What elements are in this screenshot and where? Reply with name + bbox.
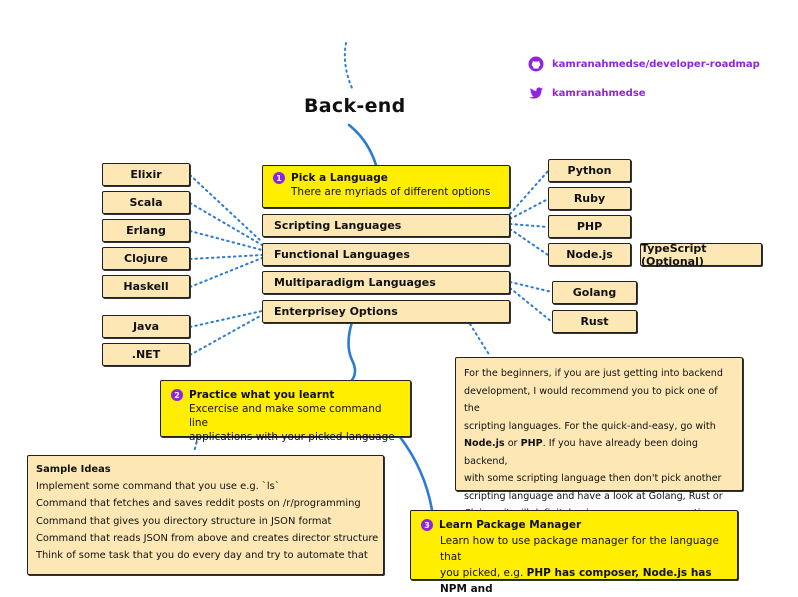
- dots-python: [509, 170, 549, 215]
- language-php[interactable]: PHP: [548, 215, 631, 238]
- step-subtitle: There are myriads of different options: [291, 186, 491, 198]
- sample-ideas-card: Sample Ideas Implement some command that…: [27, 455, 384, 575]
- step-practice-what-you-learnt[interactable]: 2 Practice what you learnt Excercise and …: [160, 380, 411, 443]
- advice-line: with some scripting language then don't …: [464, 473, 722, 484]
- dots-top: [343, 42, 353, 89]
- language-typescript[interactable]: TypeScript (Optional): [640, 242, 762, 268]
- step-number-badge: 3: [421, 519, 433, 531]
- step-subtitle-2: you picked, e.g. PHP has composer, Node.…: [421, 565, 727, 597]
- sample-idea-item: Think of some task that you do every day…: [36, 550, 368, 562]
- language-scala[interactable]: Scala: [102, 191, 190, 214]
- step-pick-a-language[interactable]: 1 Pick a Language There are myriads of di…: [262, 165, 510, 208]
- language-rust[interactable]: Rust: [552, 310, 637, 333]
- advice-line: scripting languages. For the quick-and-e…: [464, 420, 716, 432]
- github-link[interactable]: kamranahmedse/developer-roadmap: [528, 56, 760, 72]
- step-number-badge: 1: [273, 172, 285, 184]
- category-scripting-languages[interactable]: Scripting Languages: [262, 214, 510, 237]
- advice-rest: . If you have already been doing backend…: [464, 438, 698, 467]
- sample-idea-item: Command that gives you directory structu…: [36, 515, 332, 527]
- language-haskell[interactable]: Haskell: [102, 275, 190, 298]
- language-erlang[interactable]: Erlang: [102, 219, 190, 242]
- dots-advice: [469, 323, 491, 357]
- language-golang[interactable]: Golang: [552, 281, 637, 304]
- github-handle: kamranahmedse/developer-roadmap: [552, 58, 760, 70]
- twitter-link[interactable]: kamranahmedse: [528, 85, 646, 101]
- language-clojure[interactable]: Clojure: [102, 247, 190, 270]
- advice-line: Node.js or PHP. If you have already been…: [464, 435, 734, 470]
- connector-layer: [189, 42, 553, 512]
- dots-ideas: [193, 436, 199, 453]
- sample-idea-item: Implement some command that you use e.g.…: [36, 481, 280, 493]
- step-subtitle-2: applications with your picked language: [189, 431, 395, 443]
- language-java[interactable]: Java: [102, 315, 190, 338]
- step-title: Learn Package Manager: [439, 519, 582, 531]
- dots-golang: [509, 281, 553, 293]
- dots-nodejs: [509, 228, 549, 256]
- dots-ruby: [509, 198, 549, 220]
- sample-idea-item: Command that reads JSON from above and c…: [36, 532, 379, 544]
- advice-php: PHP: [520, 438, 543, 449]
- advice-line: scripting language and have a look at Go…: [464, 490, 723, 502]
- roadmap-canvas: Back-end kamranahmedse/developer-roadmap…: [27, 42, 762, 595]
- step-subtitle-prefix: you picked, e.g.: [440, 567, 527, 579]
- dots-php: [509, 223, 549, 228]
- dots-elixir: [189, 174, 263, 243]
- twitter-handle: kamranahmedse: [552, 87, 646, 99]
- language-dotnet[interactable]: .NET: [102, 343, 190, 366]
- dots-erlang: [189, 230, 263, 251]
- dots-dotnet: [189, 314, 263, 356]
- advice-line: For the beginners, if you are just getti…: [464, 368, 723, 379]
- sample-ideas-title: Sample Ideas: [36, 464, 111, 475]
- step-number-badge: 2: [171, 389, 183, 401]
- advice-nodejs: Node.js: [464, 438, 505, 449]
- language-elixir[interactable]: Elixir: [102, 163, 190, 186]
- step-subtitle-1: Learn how to use package manager for the…: [440, 535, 719, 563]
- dots-java: [189, 310, 263, 328]
- dots-haskell: [189, 257, 263, 288]
- dots-clojure: [189, 254, 263, 260]
- github-icon: [528, 56, 544, 72]
- sample-idea-item: Command that fetches and saves reddit po…: [36, 498, 361, 510]
- step-title: Practice what you learnt: [189, 389, 335, 401]
- language-ruby[interactable]: Ruby: [548, 187, 631, 210]
- main-path-bottom: [398, 435, 434, 512]
- page-title: Back-end: [304, 95, 406, 117]
- category-enterprisey-options[interactable]: Enterprisey Options: [262, 300, 510, 323]
- advice-or: or: [504, 438, 521, 449]
- advice-line: development, I would recommend you to pi…: [464, 385, 718, 415]
- main-path-top: [347, 123, 378, 167]
- beginner-advice-note: For the beginners, if you are just getti…: [455, 357, 743, 519]
- category-functional-languages[interactable]: Functional Languages: [262, 243, 510, 266]
- language-nodejs[interactable]: Node.js: [548, 243, 631, 266]
- twitter-icon: [529, 87, 543, 99]
- category-multiparadigm-languages[interactable]: Multiparadigm Languages: [262, 271, 510, 294]
- step-learn-package-manager[interactable]: 3 Learn Package Manager Learn how to use …: [410, 510, 738, 595]
- main-path-mid: [347, 320, 357, 382]
- step-title: Pick a Language: [291, 172, 388, 184]
- language-python[interactable]: Python: [548, 159, 631, 182]
- dots-rust: [509, 287, 553, 323]
- step-subtitle-1: Excercise and make some command line: [189, 403, 382, 429]
